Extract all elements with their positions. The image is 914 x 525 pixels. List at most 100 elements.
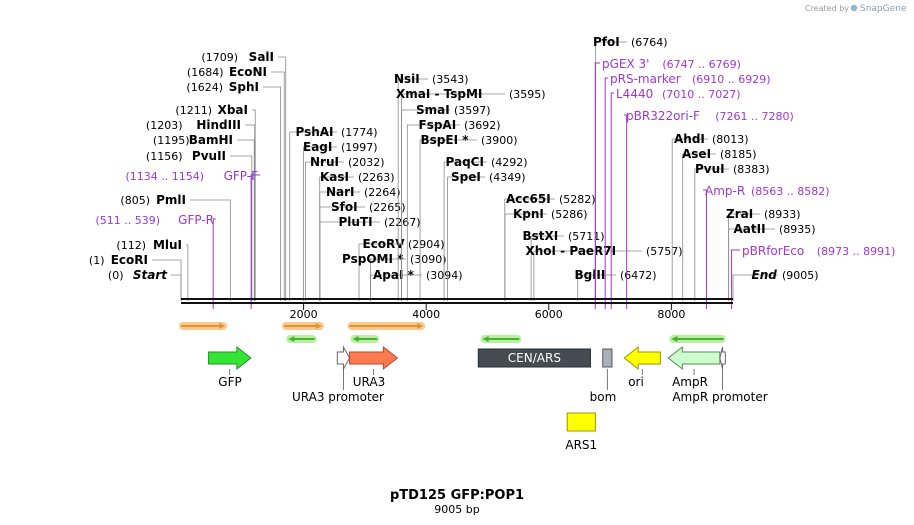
cut-site-line-eagi: [303, 146, 337, 301]
site-position-bglii: (6472): [620, 269, 657, 282]
site-name-aatii: AatII: [734, 222, 766, 236]
site-position-pspomi: (3090): [410, 253, 447, 266]
site-name-sfoi: SfoI: [331, 200, 358, 214]
site-position-mlui: (112): [116, 239, 146, 252]
site-position-sali: (1709): [201, 51, 238, 64]
site-name-bspei: BspEI *: [421, 133, 470, 147]
primer-name-pgex-3: pGEX 3': [602, 57, 649, 71]
site-position-kpni: (5286): [551, 208, 588, 221]
feature-label-ars1: ARS1: [565, 438, 597, 452]
site-name-kasi: KasI: [320, 170, 349, 184]
site-name-pmli: PmlI: [156, 193, 186, 207]
cut-site-line-sphi: [263, 86, 281, 301]
primer-name-prs-marker: pRS-marker: [610, 72, 681, 86]
site-name-kpni: KpnI: [513, 207, 544, 221]
site-position-nsii: (3543): [432, 73, 469, 86]
site-position-hindiii: (1203): [146, 119, 183, 132]
site-name-paqci: PaqCI: [446, 155, 484, 169]
site-position-pshai: (1774): [341, 126, 378, 139]
feature-ori: [623, 345, 661, 371]
site-position-pvui: (8383): [733, 163, 770, 176]
primer-position-prs-marker: (6910 .. 6929): [692, 73, 771, 86]
cut-site-line-apai: [370, 274, 422, 301]
site-position-zrai: (8933): [764, 208, 801, 221]
cut-site-line-pvui: [694, 168, 729, 301]
site-name-nsii: NsiI: [394, 72, 420, 86]
cut-site-line-pvuii: [230, 155, 253, 301]
orf-arrow-head: [482, 336, 489, 342]
primer-line-gfp-r: [212, 218, 216, 309]
cut-site-line-aatii: [728, 228, 775, 301]
feature-ampr-promoter: [719, 346, 726, 370]
site-name-pvuii: PvuII: [192, 149, 226, 163]
scale-tick-label: 2000: [290, 308, 318, 321]
cut-site-line-asei: [682, 153, 716, 301]
feature-bom: [602, 348, 613, 368]
site-name-nrui: NruI: [310, 155, 339, 169]
snapgene-logo-icon: [850, 4, 858, 12]
scale-tick-label: 6000: [535, 308, 563, 321]
cut-site-line-ahdi: [671, 138, 708, 301]
site-position-smai: (3597): [454, 104, 491, 117]
site-position-bspei: (3900): [481, 134, 518, 147]
scale-tick-label: 4000: [412, 308, 440, 321]
cut-site-line-ecorv: [358, 243, 404, 301]
site-name-xmai-tspmi: XmaI - TspMI: [396, 87, 482, 101]
cut-site-line-econi: [271, 71, 285, 301]
site-name-nari: NarI: [326, 185, 355, 199]
site-name-start: Start: [133, 268, 168, 282]
primer-position-pbrforeco: (8973 .. 8991): [817, 245, 896, 258]
site-position-sfoi: (2265): [369, 201, 406, 214]
created-by-text: Created by: [805, 4, 849, 13]
site-position-nrui: (2032): [348, 156, 385, 169]
site-position-econi: (1684): [187, 66, 224, 79]
primer-line-prs-marker: [604, 77, 608, 309]
primer-name-pbrforeco: pBRforEco: [742, 244, 804, 258]
feature-ampr: [667, 345, 721, 371]
site-name-hindiii: HindIII: [196, 118, 241, 132]
cut-site-line-nsii: [397, 78, 428, 301]
cut-site-line-sali: [278, 56, 287, 301]
orf-arrow-head: [288, 336, 295, 342]
site-position-ecori: (1): [89, 254, 105, 267]
site-name-eagi: EagI: [303, 140, 332, 154]
site-name-spei: SpeI: [451, 170, 481, 184]
site-name-end: End: [752, 268, 778, 282]
primer-name-gfp-f: GFP-F: [224, 169, 259, 183]
primer-position-gfp-r: (511 .. 539): [95, 214, 160, 227]
site-name-ecori: EcoRI: [111, 253, 148, 267]
site-position-bstxi: (5711): [568, 230, 605, 243]
primer-position-amp-r: (8563 .. 8582): [751, 185, 830, 198]
site-position-xhoi-paer7i: (5757): [646, 245, 683, 258]
cut-site-line-kpni: [504, 213, 547, 301]
cut-site-line-xbai: [252, 109, 256, 301]
primer-name-l4440: L4440: [616, 87, 653, 101]
cut-site-line-ecori: [152, 259, 182, 301]
site-position-end: (9005): [782, 269, 819, 282]
site-name-sphi: SphI: [229, 80, 259, 94]
site-position-start: (0): [108, 269, 124, 282]
feature-gfp: [208, 345, 252, 371]
primer-line-pbrforeco: [731, 249, 740, 309]
backbone-top-line: [181, 298, 733, 300]
site-name-smai: SmaI: [416, 103, 450, 117]
primer-position-gfp-f: (1134 .. 1154): [125, 170, 204, 183]
site-position-fspai: (3692): [464, 119, 501, 132]
feature-label-cen-ars: CEN/ARS: [508, 351, 561, 365]
site-position-sphi: (1624): [186, 81, 223, 94]
feature-label-ampr-promoter: AmpR promoter: [672, 390, 767, 404]
cut-site-line-nrui: [305, 161, 344, 301]
site-position-xmai-tspmi: (3595): [509, 88, 546, 101]
cut-site-line-spei: [447, 176, 485, 301]
site-name-pluti: PluTI: [339, 215, 373, 229]
primer-line-l4440: [610, 92, 614, 309]
orf-arrow-head: [671, 336, 678, 342]
site-name-econi: EcoNI: [229, 65, 267, 79]
site-position-pmli: (805): [120, 194, 150, 207]
feature-ura3: [349, 345, 399, 371]
primer-position-pgex-3: (6747 .. 6769): [662, 58, 741, 71]
cut-site-line-mlui: [186, 244, 189, 301]
cut-site-line-smai: [401, 109, 450, 301]
primer-line-pgex-3: [594, 62, 600, 309]
feature-label-ampr: AmpR: [672, 375, 708, 389]
